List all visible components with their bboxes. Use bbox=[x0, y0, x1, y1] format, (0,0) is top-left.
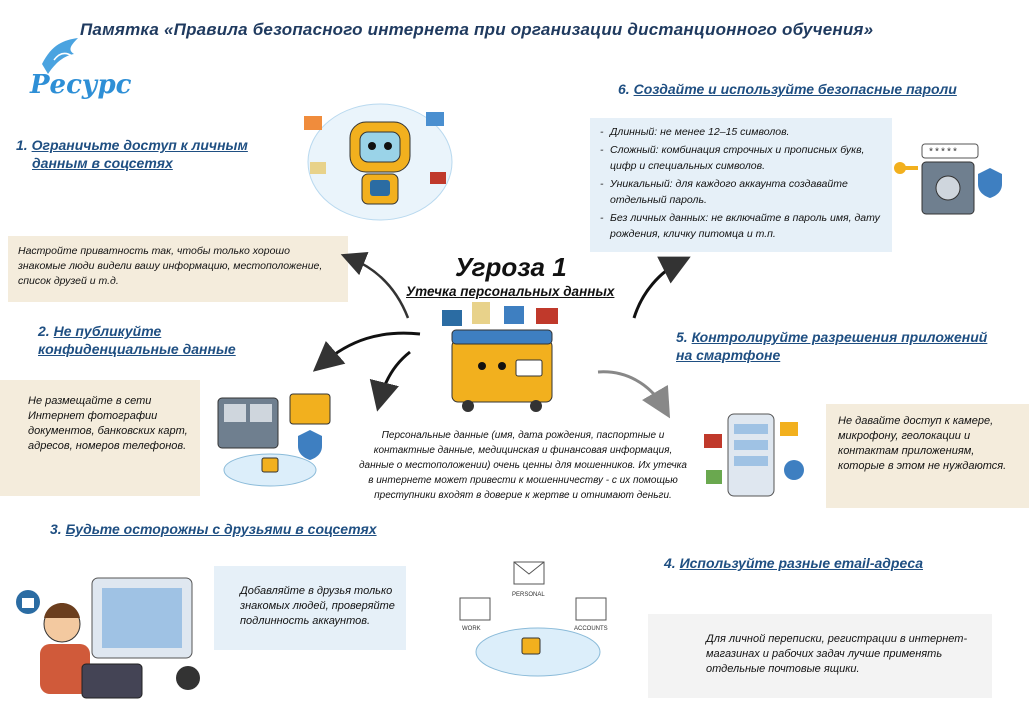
arrow-to-rule6 bbox=[632, 256, 691, 319]
robot-illustration bbox=[304, 103, 453, 221]
password-rule-item: Без личных данных: не включайте в пароль… bbox=[600, 210, 884, 242]
password-rules-list: Длинный: не менее 12–15 символов. Сложны… bbox=[594, 124, 884, 242]
password-rule-item: Длинный: не менее 12–15 символов. bbox=[600, 124, 884, 140]
threat-title: Угроза 1 bbox=[455, 252, 567, 282]
rule2-heading: 2. Не публикуйте конфиденциальные данные bbox=[38, 323, 236, 357]
rule3-text: Добавляйте в друзья только знакомых люде… bbox=[240, 585, 395, 627]
safe-password-illustration: ***** bbox=[894, 143, 1002, 215]
rule4-text: Для личной переписки, регистрации в инте… bbox=[706, 633, 968, 675]
password-rule-item: Сложный: комбинация строчных и прописных… bbox=[600, 142, 884, 174]
rule4-heading: 4. Используйте разные email-адреса bbox=[664, 555, 923, 571]
rule5-box: Не давайте доступ к камере, микрофону, г… bbox=[826, 404, 1029, 508]
email-label-accounts: ACCOUNTS bbox=[574, 626, 608, 632]
logo-text: Ресурс bbox=[30, 70, 132, 100]
documents-cloud-illustration bbox=[217, 393, 331, 487]
rule3-heading: 3. Будьте осторожны с друзьями в соцсетя… bbox=[50, 521, 377, 537]
arrow-to-rule1 bbox=[340, 251, 410, 319]
email-cloud-illustration: PERSONAL WORK ACCOUNTS bbox=[459, 561, 608, 677]
arrow-to-rule5 bbox=[597, 370, 671, 419]
data-chest-illustration bbox=[442, 302, 558, 412]
threat-subtitle: Утечка персональных данных bbox=[406, 284, 615, 299]
rule2-box: Не размещайте в сети Интернет фотографии… bbox=[0, 380, 200, 496]
threat-description: Персональные данные (имя, дата рождения,… bbox=[359, 430, 687, 501]
rule6-heading: 6. Создайте и используйте безопасные пар… bbox=[618, 81, 957, 97]
rule1-text: Настройте приватность так, чтобы только … bbox=[18, 245, 323, 287]
arrow-to-rule3 bbox=[369, 350, 411, 412]
password-rule-item: Уникальный: для каждого аккаунта создава… bbox=[600, 176, 884, 208]
rule6-box: Длинный: не менее 12–15 символов. Сложны… bbox=[590, 118, 892, 252]
rule5-heading: 5. Контролируйте разрешения приложений н… bbox=[676, 329, 988, 363]
rule2-text: Не размещайте в сети Интернет фотографии… bbox=[28, 395, 188, 452]
rule5-text: Не давайте доступ к камере, микрофону, г… bbox=[838, 415, 1007, 472]
page-title: Памятка «Правила безопасного интернета п… bbox=[80, 20, 874, 39]
email-label-personal: PERSONAL bbox=[512, 592, 545, 598]
password-field-text: ***** bbox=[928, 147, 958, 159]
rule1-heading: 1. Ограничьте доступ к личным данным в с… bbox=[16, 137, 248, 171]
rule1-box: Настройте приватность так, чтобы только … bbox=[8, 236, 348, 302]
arrow-to-rule2 bbox=[312, 331, 421, 372]
email-label-work: WORK bbox=[462, 626, 481, 632]
smartphone-permissions-illustration bbox=[704, 413, 804, 497]
rule4-box: Для личной переписки, регистрации в инте… bbox=[648, 614, 992, 698]
user-laptop-illustration bbox=[16, 577, 200, 699]
dove-logo-icon bbox=[42, 38, 78, 74]
rule3-box: Добавляйте в друзья только знакомых люде… bbox=[214, 566, 406, 650]
